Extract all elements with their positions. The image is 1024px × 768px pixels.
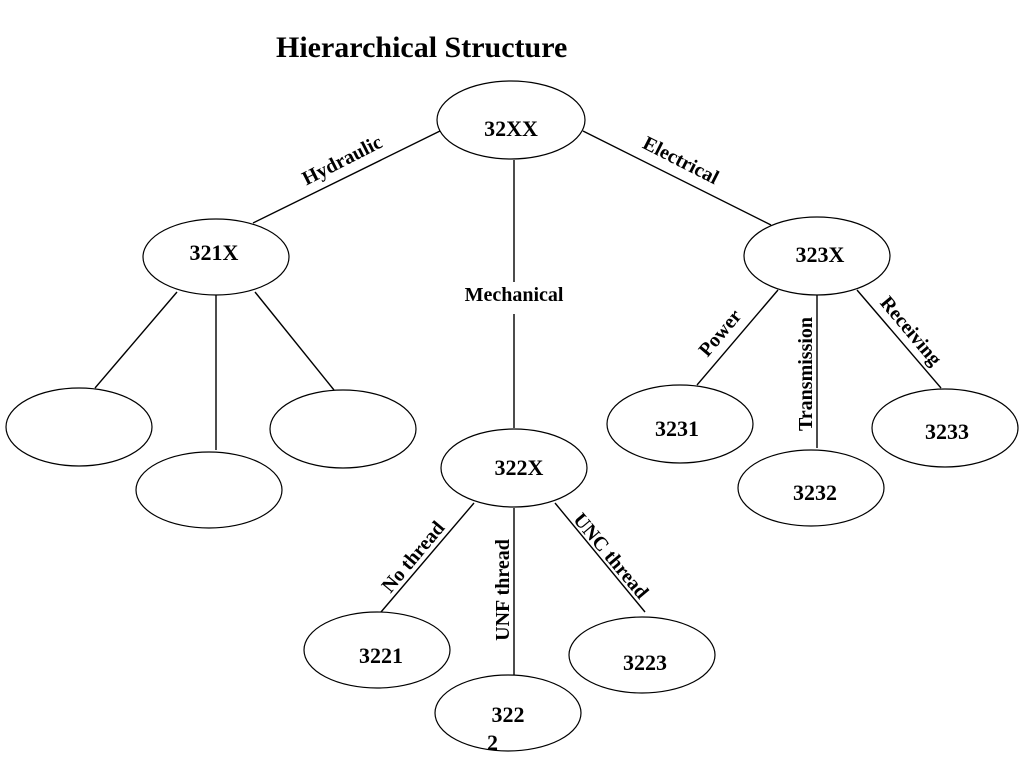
edge-labels: Hydraulic Mechanical Electrical No threa… (299, 131, 946, 641)
node-shape (737, 449, 885, 527)
node-label-line-1: 322 (492, 702, 525, 727)
node-shape (142, 218, 290, 296)
edge-root-electrical (582, 130, 772, 226)
node-shape (871, 388, 1019, 468)
edge-label-unf-thread: UNF thread (492, 539, 514, 641)
node-label: 3223 (623, 650, 667, 675)
node-shape (568, 616, 716, 694)
node-root: 32XX (436, 80, 586, 160)
node-shape (269, 389, 417, 469)
edge-label-unc-thread: UNC thread (569, 509, 653, 603)
edge-electrical-3231 (696, 289, 779, 386)
edge-mechanical-3221 (380, 502, 475, 613)
node-label: 322X (495, 455, 544, 480)
node-label: 3232 (793, 480, 837, 505)
node-shape (434, 674, 582, 752)
node-hydraulic-child-3 (269, 389, 417, 469)
edge-hydraulic-child-1 (94, 291, 178, 389)
node-shape (440, 428, 588, 508)
edge-label-power: Power (694, 305, 746, 361)
node-shape (436, 80, 586, 160)
node-3221: 3221 (303, 611, 451, 689)
node-mechanical: 322X (440, 428, 588, 508)
node-shape (303, 611, 451, 689)
node-label: 3221 (359, 643, 403, 668)
node-label: 32XX (484, 116, 538, 141)
node-label: 3231 (655, 416, 699, 441)
node-hydraulic-child-1 (5, 387, 153, 467)
node-label: 321X (190, 240, 239, 265)
node-label-line-2: 2 (487, 730, 498, 755)
node-label: 3233 (925, 419, 969, 444)
edge-label-receiving: Receiving (875, 292, 945, 370)
edge-root-hydraulic (252, 130, 441, 224)
node-3231: 3231 (606, 384, 754, 464)
node-3233: 3233 (871, 388, 1019, 468)
node-shape (606, 384, 754, 464)
node-3232: 3232 (737, 449, 885, 527)
edge-label-hydraulic: Hydraulic (299, 131, 386, 190)
edge-label-transmission: Transmission (795, 317, 817, 431)
edge-label-electrical: Electrical (639, 132, 723, 189)
node-shape (743, 216, 891, 296)
node-hydraulic-child-2 (135, 451, 283, 529)
node-electrical: 323X (743, 216, 891, 296)
edge-electrical-3233 (856, 289, 942, 389)
diagram-title: Hierarchical Structure (276, 31, 567, 64)
edge-label-no-thread: No thread (377, 517, 449, 597)
connectors (94, 130, 942, 676)
edge-hydraulic-child-3 (254, 291, 335, 391)
edge-label-mechanical: Mechanical (465, 284, 564, 306)
node-3222: 322 2 (434, 674, 582, 755)
node-label: 323X (796, 242, 845, 267)
node-hydraulic: 321X (142, 218, 290, 296)
node-3223: 3223 (568, 616, 716, 694)
edge-mechanical-3223 (554, 502, 646, 613)
node-shape (135, 451, 283, 529)
node-shape (5, 387, 153, 467)
